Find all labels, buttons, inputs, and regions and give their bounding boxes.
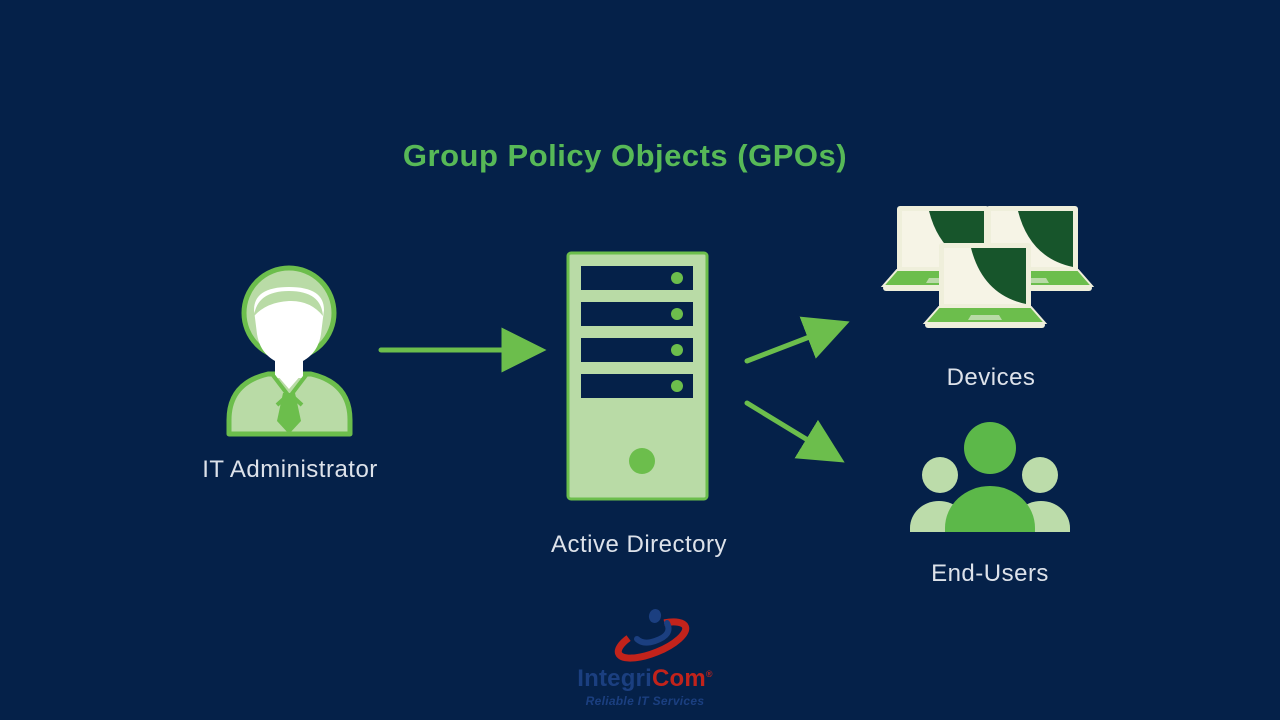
logo-wordmark: IntegriCom®	[530, 667, 760, 691]
logo-tagline: Reliable IT Services	[585, 694, 705, 708]
server-label: Active Directory	[550, 531, 728, 558]
registered-mark: ®	[705, 669, 713, 679]
person-icon	[226, 265, 353, 437]
diagram-title: Group Policy Objects (GPOs)	[402, 138, 848, 173]
arrow-server-to-devices	[744, 316, 850, 364]
logo-swoosh-icon	[614, 609, 690, 662]
company-logo: IntegriCom® Reliable IT Services	[530, 608, 760, 708]
devices-label: Devices	[946, 364, 1036, 391]
arrow-server-to-users	[744, 400, 845, 463]
laptops-icon	[882, 205, 1093, 329]
logo-name-part1: Integri	[577, 665, 652, 692]
server-icon	[566, 251, 709, 501]
users-label: End-Users	[931, 560, 1049, 587]
user-group-icon	[910, 422, 1070, 532]
logo-name-part2: Com	[651, 665, 706, 692]
admin-label: IT Administrator	[202, 456, 378, 483]
